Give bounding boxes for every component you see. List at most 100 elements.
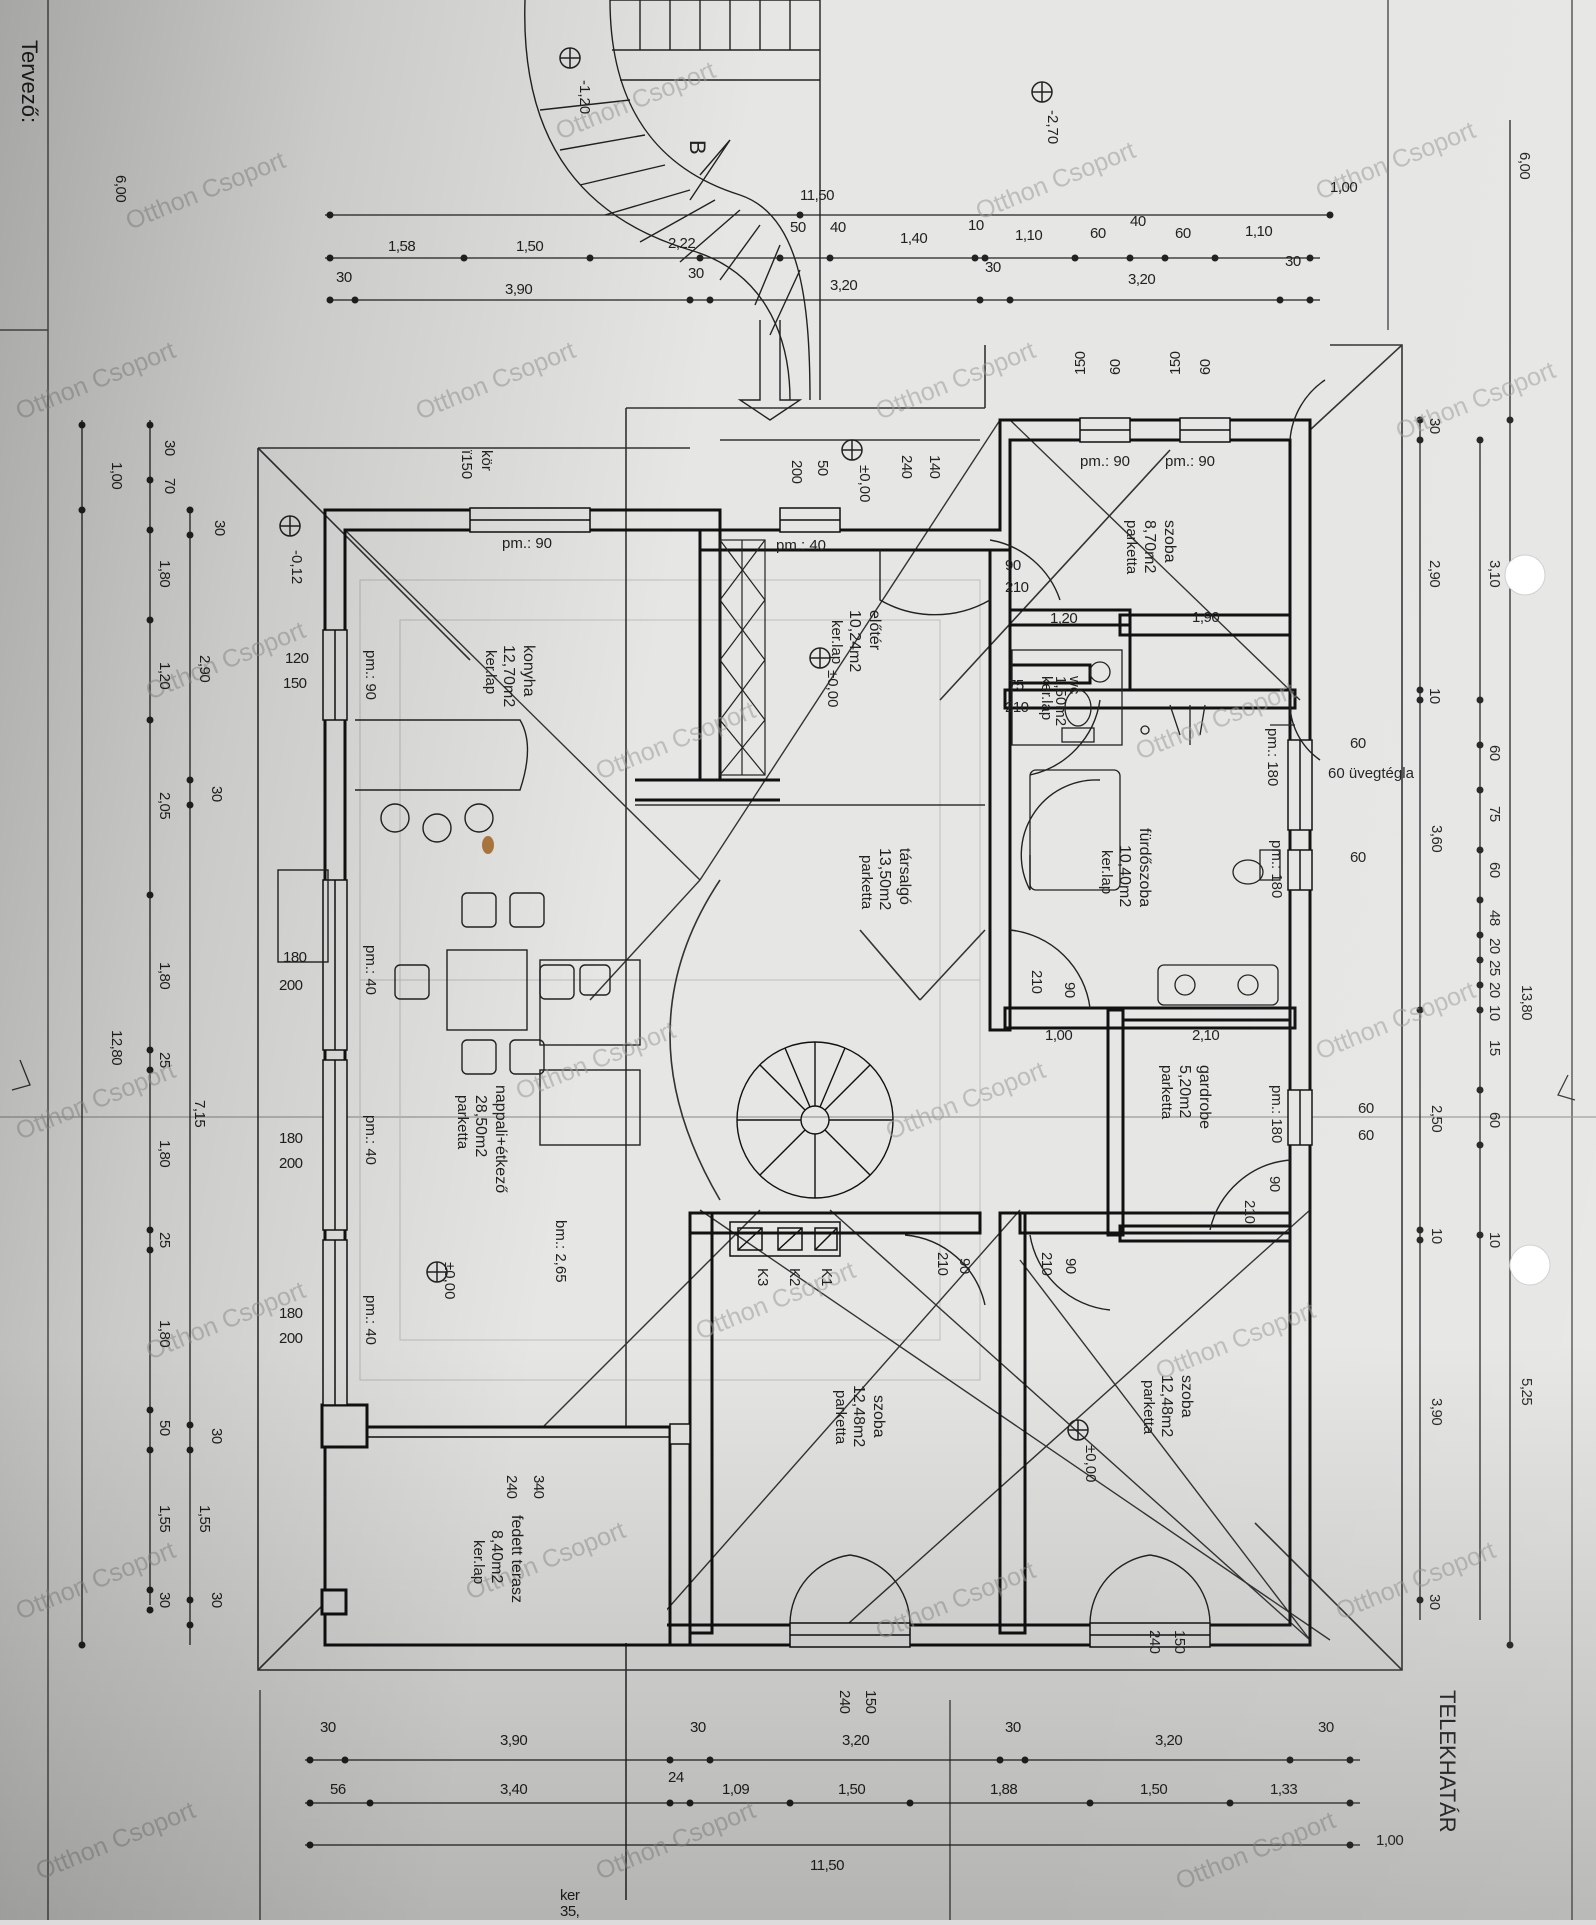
dim-label: 60 [1486, 862, 1503, 878]
dim-label: 1,80 [156, 560, 173, 587]
room-name: gardrobe [1196, 1065, 1213, 1129]
room-living: nappali+étkező 28,50m2 parketta ±0,00 pm… [362, 945, 509, 1345]
dim-label: 11,50 [810, 1857, 844, 1874]
dim-label: 30 [1318, 1719, 1334, 1736]
dim-label: 20 [1486, 982, 1503, 998]
dim-label: 30 [1426, 418, 1443, 434]
room-area: 28,50m2 [472, 1095, 489, 1157]
dim-label: 1,40 [900, 230, 927, 247]
dim-label: 90 [1266, 1176, 1283, 1192]
dim-label: 1,90 [1192, 609, 1219, 626]
window-label: pm.: 40 [776, 537, 826, 554]
dim-label: 30 [208, 786, 225, 802]
dim-label: 10 [968, 217, 984, 234]
punch-hole [1509, 1244, 1551, 1286]
dim-label: 90 [1062, 1258, 1079, 1274]
dim-label: 210 [1241, 1200, 1258, 1224]
room-area: 5,20m2 [1176, 1065, 1193, 1118]
room-wc: wc 1,50m2 ker.lap [1038, 675, 1083, 726]
dim-label: 2,10 [1192, 1027, 1219, 1044]
room-right-bedroom: szoba 12,48m2 parketta ±0,00 [1082, 1375, 1195, 1482]
corner-text: ker [560, 1887, 580, 1904]
window-label: pm.: 180 [1268, 1085, 1285, 1143]
dim-label: 6,00 [112, 175, 129, 202]
room-name: wc [1066, 675, 1083, 695]
dim-label: 150 [283, 675, 307, 692]
dim-label: 60 [1486, 1112, 1503, 1128]
dim-label: 210 [1005, 579, 1029, 596]
dim-label: 30 [336, 269, 352, 286]
dim-label: 7,15 [191, 1100, 208, 1127]
room-kitchen: konyha 12,70m2 ker.lap pm.: 90 pm.: 90 [362, 535, 552, 707]
room-floor: ker.lap [1098, 850, 1115, 894]
dim-label: 3,90 [1428, 1398, 1445, 1425]
dim-label: 10 [1428, 1228, 1445, 1244]
dim-label: 60 [1175, 225, 1191, 242]
dim-label: 3,60 [1428, 825, 1445, 852]
dim-label: 140 [926, 455, 943, 479]
dim-label: 50 [814, 460, 831, 476]
room-floor: ker.lap [470, 1540, 487, 1584]
room-floor: ker.lap [1038, 676, 1055, 720]
dim-label: 30 [208, 1428, 225, 1444]
dim-label: 180 [279, 1305, 303, 1322]
dim-label: 150 [1167, 351, 1184, 375]
interior-dimensions: 90 210 1,20 1,90 75 210 60 60 90 210 1,0… [279, 557, 1374, 1654]
dim-label: 1,10 [1015, 227, 1042, 244]
dim-label: 24 [668, 1769, 684, 1786]
top-level: ±0,00 [856, 465, 873, 502]
dimension-ticks [78, 211, 1514, 1849]
dim-label: 56 [330, 1781, 346, 1798]
room-floor: parketta [1158, 1065, 1175, 1120]
dim-label: 75 [1008, 677, 1024, 694]
dim-label: 1,00 [1045, 1027, 1072, 1044]
window-label: pm.: 180 [1268, 840, 1285, 898]
dim-label: 3,40 [500, 1781, 527, 1798]
dim-label: 1,00 [1376, 1832, 1403, 1849]
dim-label: 240 [503, 1475, 520, 1499]
stain [482, 836, 494, 854]
dim-label: 2,50 [1428, 1105, 1445, 1132]
dim-label: 30 [1005, 1719, 1021, 1736]
room-name: konyha [520, 645, 537, 697]
dim-label: 60 [1350, 849, 1366, 866]
dim-label: 13,80 [1518, 985, 1535, 1020]
dim-label: 3,20 [830, 277, 857, 294]
dim-label: 90 [1061, 982, 1078, 998]
dim-label: 1,55 [196, 1505, 213, 1532]
dim-label: 200 [788, 460, 805, 484]
dim-label: 60 [1107, 359, 1124, 375]
dim-label: 2,90 [196, 655, 213, 682]
dim-label: 25 [156, 1052, 173, 1068]
room-lounge: társalgó 13,50m2 parketta [858, 848, 913, 910]
dim-label: 200 [279, 1155, 303, 1172]
dim-label: 150 [1072, 351, 1089, 375]
room-level: ±0,00 [1082, 1445, 1099, 1482]
dim-label: 1,09 [722, 1781, 749, 1798]
dim-label: 15 [1486, 1040, 1503, 1056]
room-area: 10,40m2 [1116, 845, 1133, 907]
dim-label: 1,20 [156, 662, 173, 689]
room-name: szoba [1178, 1375, 1195, 1418]
room-area: 1,50m2 [1052, 676, 1069, 726]
dim-label: 6,00 [1516, 152, 1533, 179]
room-left-bedroom: szoba 12,48m2 parketta [832, 1385, 887, 1447]
room-floor: ker.lap [828, 620, 845, 664]
room-level: ±0,00 [441, 1262, 458, 1299]
dim-label: 1,80 [156, 1140, 173, 1167]
room-area: 12,48m2 [1158, 1375, 1175, 1437]
room-wardrobe: gardrobe 5,20m2 parketta pm.: 180 [1158, 1065, 1285, 1143]
dim-label: 240 [1146, 1630, 1163, 1654]
window-label: pm.: 90 [1165, 453, 1215, 470]
dim-label: 50 [156, 1420, 173, 1436]
window-label: pm.: 90 [362, 650, 379, 700]
dim-label: 10 [1426, 688, 1443, 704]
dim-label: 210 [1028, 970, 1045, 994]
dim-label: 1,00 [108, 462, 125, 489]
dim-label: 48 [1486, 910, 1503, 926]
dim-label: 40 [1130, 213, 1146, 230]
dim-label: 240 [898, 455, 915, 479]
outdoor-level: -2,70 [1044, 110, 1061, 144]
dim-label: 1,50 [1140, 1781, 1167, 1798]
